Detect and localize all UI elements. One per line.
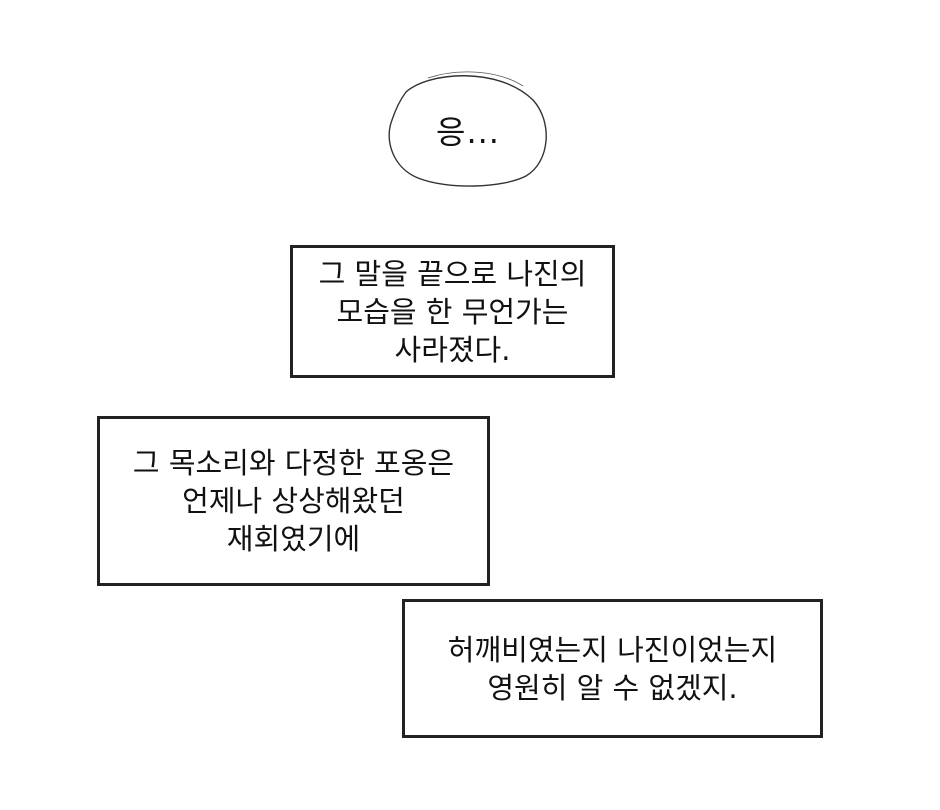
narration-box-2: 그 목소리와 다정한 포옹은 언제나 상상해왔던 재회였기에 [97,416,490,586]
narration-line: 언제나 상상해왔던 [182,484,405,518]
narration-line: 허깨비였는지 나진이었는지 [447,632,778,667]
narration-box-1: 그 말을 끝으로 나진의 모습을 한 무언가는 사라졌다. [290,245,615,378]
speech-bubble-text: 응... [436,113,500,151]
narration-line: 재회였기에 [226,522,361,556]
speech-bubble-outline [388,71,547,187]
narration-box-3: 허깨비였는지 나진이었는지 영원히 알 수 없겠지. [402,599,823,738]
narration-line: 그 목소리와 다정한 포옹은 [132,446,455,480]
narration-line: 영원히 알 수 없겠지. [487,670,738,705]
narration-line: 모습을 한 무언가는 [336,294,569,329]
narration-line: 그 말을 끝으로 나진의 [318,256,587,291]
narration-line: 사라졌다. [394,332,511,367]
speech-bubble: 응... [388,70,548,188]
